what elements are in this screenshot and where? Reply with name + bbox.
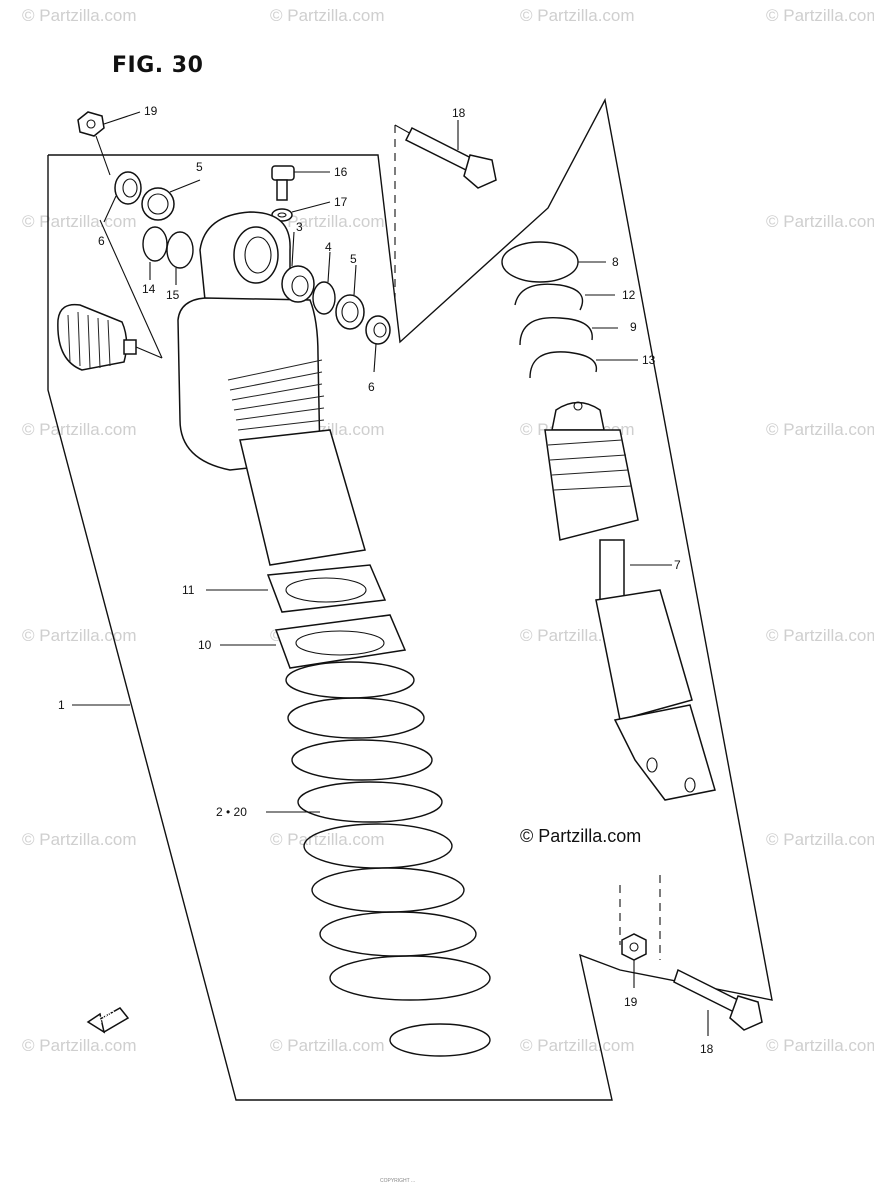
figure-title: FIG. 30 — [112, 53, 204, 78]
callout-10: 10 — [198, 638, 212, 652]
callout-19-bottom: 19 — [624, 995, 638, 1009]
seal-5-right — [335, 264, 365, 330]
callout-4: 4 — [325, 240, 332, 254]
copyright-footer: COPYRIGHT ... — [380, 1178, 416, 1184]
watermark: © Partzilla.com — [766, 420, 874, 439]
watermark: © Partzilla.com — [22, 420, 137, 439]
bushing-3 — [281, 231, 315, 303]
callout-18-bottom: 18 — [700, 1042, 714, 1056]
callout-18-top: 18 — [452, 106, 466, 120]
o-rings-14-15 — [142, 226, 194, 285]
watermark: © Partzilla.com — [22, 212, 137, 231]
watermark: © Partzilla.com — [270, 1036, 385, 1055]
callout-19-top: 19 — [144, 104, 158, 118]
watermark: © Partzilla.com — [22, 1036, 137, 1055]
ring-12 — [514, 283, 615, 311]
callout-6-left: 6 — [98, 234, 105, 248]
seal-5-left — [141, 179, 201, 221]
o-ring-4 — [312, 251, 336, 315]
watermark: © Partzilla.com — [766, 1036, 874, 1055]
callout-12: 12 — [622, 288, 636, 302]
partzilla-watermark: © Partzilla.com — [520, 826, 642, 846]
callout-9: 9 — [630, 320, 637, 334]
callout-6-right: 6 — [368, 380, 375, 394]
coil-spring — [266, 661, 491, 1057]
fwd-arrow-icon — [86, 1007, 130, 1034]
watermark: © Partzilla.com — [520, 1036, 635, 1055]
watermark: © Partzilla.com — [22, 626, 137, 645]
watermark: © Partzilla.com — [766, 626, 874, 645]
watermark: © Partzilla.com — [22, 6, 137, 25]
watermark: © Partzilla.com — [270, 830, 385, 849]
callout-8: 8 — [612, 255, 619, 269]
callout-7: 7 — [674, 558, 681, 572]
watermark: © Partzilla.com — [270, 6, 385, 25]
ring-9 — [519, 317, 618, 346]
callout-17: 17 — [334, 195, 348, 209]
callout-14: 14 — [142, 282, 156, 296]
watermark: © Partzilla.com — [520, 6, 635, 25]
adjust-nut-10 — [220, 614, 407, 669]
reservoir-cap — [57, 219, 163, 371]
callout-13: 13 — [642, 353, 656, 367]
callout-3: 3 — [296, 220, 303, 234]
bolt-18-bottom — [673, 968, 763, 1036]
damper-rod-7 — [544, 401, 716, 801]
nut-19-bottom — [621, 933, 647, 988]
callout-5-right: 5 — [350, 252, 357, 266]
ring-8 — [501, 241, 606, 283]
lock-nut-11 — [206, 564, 387, 613]
callout-1: 1 — [58, 698, 65, 712]
collar-6-left — [103, 171, 142, 223]
bolt-16 — [271, 165, 330, 201]
callout-16: 16 — [334, 165, 348, 179]
washer-17 — [271, 201, 331, 222]
bolt-18-top — [404, 120, 497, 189]
watermark: © Partzilla.com — [766, 6, 874, 25]
callout-2-20: 2 • 20 — [216, 805, 247, 819]
collar-6-right — [365, 315, 391, 373]
ring-13 — [529, 351, 638, 379]
callout-11: 11 — [182, 583, 195, 597]
watermark: © Partzilla.com — [766, 830, 874, 849]
watermark: © Partzilla.com — [22, 830, 137, 849]
callout-15: 15 — [166, 288, 180, 302]
watermark: © Partzilla.com — [766, 212, 874, 231]
callout-5-left: 5 — [196, 160, 203, 174]
watermark: © Partzilla.com — [270, 212, 385, 231]
nut-19-top — [77, 111, 141, 176]
shock-body — [177, 211, 366, 566]
